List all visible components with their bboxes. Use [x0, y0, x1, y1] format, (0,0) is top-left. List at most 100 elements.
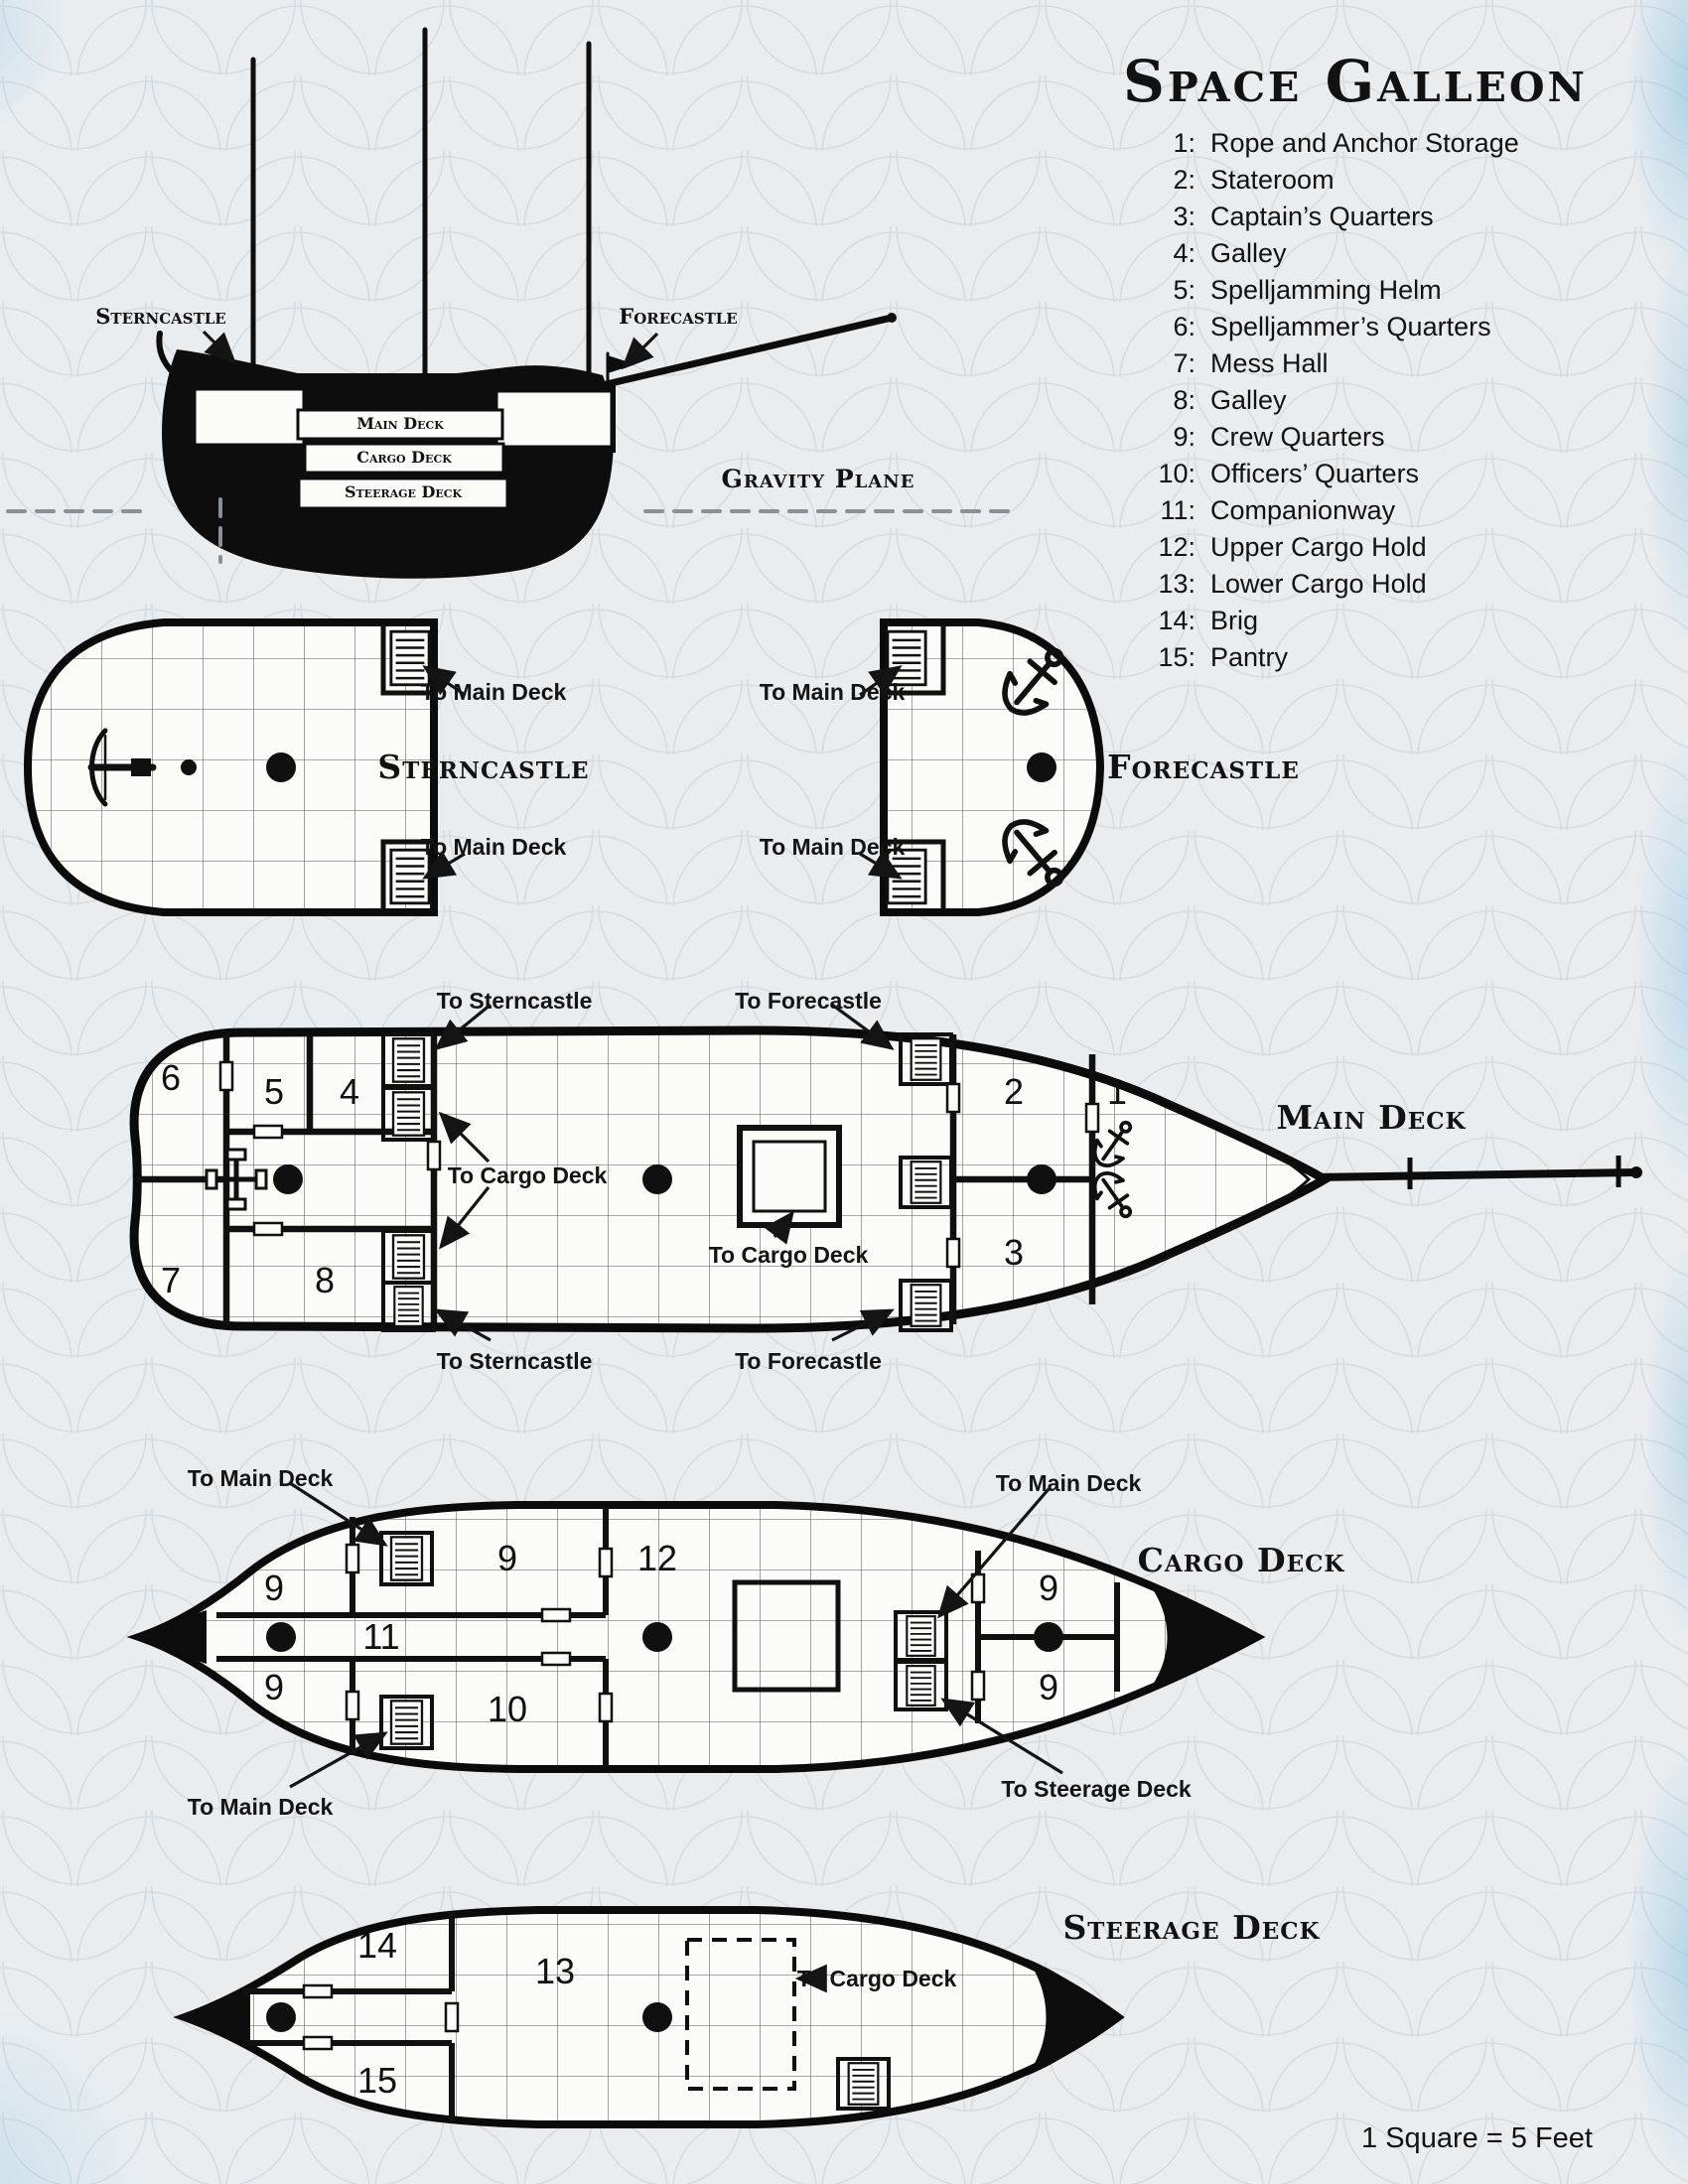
masts-icon: [250, 27, 592, 416]
legend-item-label: Lower Cargo Hold: [1210, 569, 1427, 599]
legend-item-number: 10:: [1158, 459, 1196, 488]
hatch-to-cargo-dashed: [685, 1938, 796, 2091]
legend-item-number: 14:: [1158, 606, 1196, 635]
main-deck-strip: [296, 408, 504, 441]
stairs-icon: [910, 1283, 942, 1328]
main-deck-title: Main Deck: [1276, 1098, 1467, 1137]
legend-item-label: Companionway: [1210, 495, 1396, 525]
label-arrows: [202, 330, 1063, 1993]
walls: [243, 1912, 455, 2122]
side-sterncastle-label: Sterncastle: [95, 304, 226, 329]
cargo-to-main-top-right-label: To Main Deck: [995, 1470, 1142, 1496]
legend-item-label: Brig: [1210, 606, 1259, 635]
legend-item: 7:Mess Hall: [1138, 345, 1519, 382]
forecastle-box: [494, 389, 614, 449]
legend-item-label: Upper Cargo Hold: [1210, 532, 1427, 562]
room-number-14: 14: [356, 1925, 398, 1966]
legend-item-label: Officers’ Quarters: [1210, 459, 1420, 488]
stern-post: [174, 1991, 250, 2043]
legend-item-number: 8:: [1173, 385, 1196, 415]
cargo-to-steerage-label: To Steerage Deck: [1001, 1776, 1192, 1802]
ballista-icon: [87, 728, 157, 807]
room-number-11: 11: [362, 1616, 400, 1657]
legend-item-number: 12:: [1158, 532, 1196, 562]
swivel-mount-icon: [181, 759, 197, 775]
cargo-deck-title: Cargo Deck: [1137, 1541, 1345, 1579]
steerage-deck-strip: [297, 477, 509, 510]
stairs-icon: [391, 1233, 426, 1281]
legend-item: 13: Lower Cargo Hold: [1138, 566, 1519, 603]
spelljamming-helm-icon: [205, 1148, 268, 1211]
legend-item: 14: Brig: [1138, 603, 1519, 639]
sterncastle-plan: [28, 622, 434, 912]
bow-tip: [1027, 1959, 1120, 2076]
stern-curl: [156, 331, 190, 384]
cargo-deck-plan: [127, 1505, 1259, 1769]
stair-closet: [836, 2057, 891, 2111]
mast-icon: [266, 2002, 296, 2032]
room-number-9: 9: [263, 1568, 285, 1608]
bowsprit-knob: [887, 313, 897, 323]
legend-item: 5: Spelljamming Helm: [1138, 272, 1519, 309]
legend-item: 2:Stateroom: [1138, 162, 1519, 199]
stairs-icon: [391, 1090, 426, 1138]
steerage-deck-title: Steerage Deck: [1062, 1908, 1321, 1947]
legend-item: 10: Officers’ Quarters: [1138, 456, 1519, 492]
stairs-icon: [389, 629, 431, 687]
cargo-to-main-top-left-label: To Main Deck: [187, 1465, 334, 1491]
room-number-5: 5: [263, 1071, 285, 1112]
main-to-cargo-left-label: To Cargo Deck: [447, 1162, 608, 1188]
main-to-forecastle-bottom-label: To Forecastle: [735, 1348, 882, 1374]
legend-item-label: Galley: [1210, 385, 1287, 415]
mast-icon: [1027, 752, 1056, 782]
walls: [380, 624, 434, 910]
legend-item-label: Rope and Anchor Storage: [1210, 128, 1519, 158]
stairs-icon: [391, 1036, 426, 1084]
legend-item: 11: Companionway: [1138, 492, 1519, 529]
side-view: [6, 27, 1010, 579]
room-number-2: 2: [1003, 1071, 1025, 1112]
forecastle-to-main-top-label: To Main Deck: [759, 679, 906, 705]
legend-item-number: 3:: [1173, 202, 1196, 231]
doors: [218, 1060, 1100, 1269]
room-number-8: 8: [314, 1260, 336, 1300]
sterncastle-box: [193, 387, 306, 447]
stern-post: [127, 1610, 207, 1664]
legend-item-number: 5:: [1173, 275, 1196, 305]
gravity-plane-label: Gravity Plane: [721, 465, 915, 493]
legend-item-number: 2:: [1173, 165, 1196, 195]
stairs-icon: [886, 629, 927, 687]
room-number-9: 9: [1038, 1568, 1059, 1608]
room-number-10: 10: [487, 1689, 528, 1729]
sterncastle-title: Sterncastle: [377, 748, 590, 786]
legend-item-label: Spelljamming Helm: [1210, 275, 1442, 305]
room-number-15: 15: [356, 2060, 398, 2101]
legend-item: 4:Galley: [1138, 235, 1519, 272]
legend-item-number: 13:: [1158, 569, 1196, 599]
mast-icon: [1034, 1622, 1063, 1652]
walls: [884, 624, 946, 910]
legend-item-label: Spelljammer’s Quarters: [1210, 312, 1491, 341]
side-forecastle-label: Forecastle: [619, 304, 738, 329]
scale-note: 1 Square = 5 Feet: [1361, 2122, 1593, 2154]
legend-item: 3: Captain’s Quarters: [1138, 199, 1519, 235]
main-to-sterncastle-bottom-label: To Sterncastle: [436, 1348, 593, 1374]
cargo-to-main-bottom-left-label: To Main Deck: [187, 1794, 334, 1820]
gravity-plane-line: [6, 497, 1010, 564]
steerage-deck-plan: [174, 1910, 1120, 2124]
page-title: Space Galleon: [1122, 48, 1589, 115]
forecastle-plan: [884, 622, 1100, 912]
legend-item-label: Pantry: [1210, 642, 1289, 672]
legend-item: 1:Rope and Anchor Storage: [1138, 125, 1519, 162]
room-number-9: 9: [496, 1538, 518, 1578]
legend: 1:Rope and Anchor Storage 2:Stateroom 3:…: [1138, 125, 1519, 676]
stairs-icon: [910, 1160, 942, 1205]
mast-icon: [1027, 1164, 1056, 1194]
bulwark-line: [1141, 1088, 1312, 1271]
room-number-13: 13: [534, 1951, 576, 1991]
room-number-4: 4: [339, 1071, 360, 1112]
legend-item-label: Captain’s Quarters: [1210, 202, 1434, 231]
stairs-icon: [905, 1614, 937, 1658]
legend-item-number: 11:: [1160, 495, 1196, 525]
main-deck-plan: [134, 1030, 1642, 1330]
